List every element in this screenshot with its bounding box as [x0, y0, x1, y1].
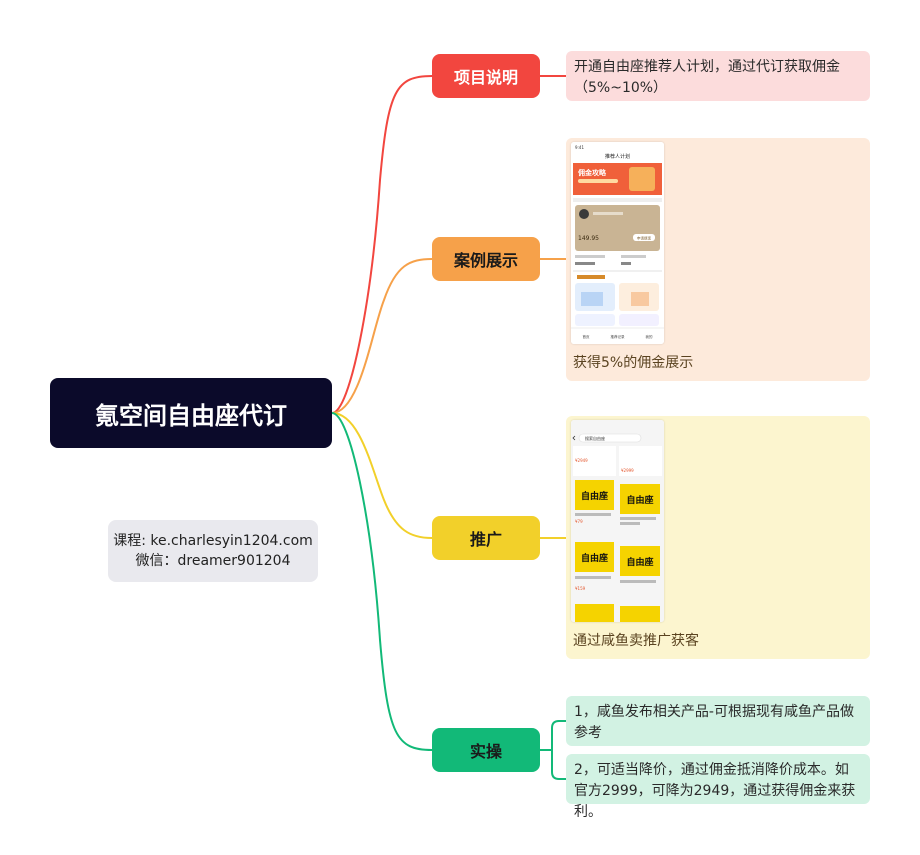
tile-4-text: 自由座 — [626, 556, 653, 568]
edge-ops-leaf1 — [540, 720, 566, 751]
branch-project[interactable]: 项目说明 — [432, 54, 540, 98]
tab-home: 首页 — [583, 334, 591, 339]
leaf-promo-showcase[interactable]: 搜索自由座 ¥2949 ¥2999 自由座 自由座 ¥79 自由座 自由座 ¥1… — [566, 416, 870, 659]
branch-case[interactable]: 案例展示 — [432, 237, 540, 281]
banner-title: 佣金攻略 — [577, 168, 607, 177]
screen-title: 推荐人计划 — [605, 153, 630, 160]
search-query: 搜索自由座 — [585, 435, 605, 441]
branch-project-label: 项目说明 — [453, 68, 518, 87]
ops-step2-text: 2，可适当降价，通过佣金抵消降价成本。如官方2999，可降为2949，通过获得佣… — [574, 762, 856, 820]
xianyu-screenshot-image: 搜索自由座 ¥2949 ¥2999 自由座 自由座 ¥79 自由座 自由座 ¥1… — [571, 420, 664, 622]
leaf-project-description[interactable]: 开通自由座推荐人计划，通过代订获取佣金（5%~10%） — [566, 51, 870, 101]
edge-root-promo — [331, 412, 433, 539]
info-note: 课程: ke.charlesyin1204.com 微信：dreamer9012… — [108, 520, 318, 582]
price-1: ¥2949 — [575, 458, 588, 463]
tab-records: 推荐记录 — [611, 334, 625, 339]
commission-amount: 149.95 — [578, 235, 599, 242]
root-node[interactable]: 氪空间自由座代订 — [50, 378, 332, 448]
commission-screenshot: 9:41 推荐人计划 佣金攻略 149.95 申请提现 — [571, 142, 664, 344]
commission-screenshot-image: 9:41 推荐人计划 佣金攻略 149.95 申请提现 — [571, 142, 664, 344]
branch-promo-label: 推广 — [469, 530, 502, 549]
branch-ops-label: 实操 — [469, 742, 502, 761]
branch-case-label: 案例展示 — [453, 251, 518, 270]
tile-1-text: 自由座 — [581, 490, 608, 502]
case-caption: 获得5%的佣金展示 — [573, 355, 694, 371]
back-icon — [572, 435, 576, 441]
tab-mine: 我的 — [646, 334, 654, 339]
leaf-case-showcase[interactable]: 9:41 推荐人计划 佣金攻略 149.95 申请提现 — [566, 138, 870, 381]
wechat-id: 微信：dreamer901204 — [135, 553, 291, 569]
leaf-ops-step1[interactable]: 1，咸鱼发布相关产品-可根据现有咸鱼产品做参考 — [566, 696, 870, 746]
edge-root-case — [331, 258, 433, 414]
branch-ops[interactable]: 实操 — [432, 728, 540, 772]
edge-root-project — [331, 75, 433, 414]
withdraw-button: 申请提现 — [637, 236, 651, 241]
branch-promo[interactable]: 推广 — [432, 516, 540, 560]
project-text: 开通自由座推荐人计划，通过代订获取佣金（5%~10%） — [574, 59, 840, 96]
edge-ops-leaf2 — [551, 750, 566, 780]
xianyu-screenshot: 搜索自由座 ¥2949 ¥2999 自由座 自由座 ¥79 自由座 自由座 ¥1… — [571, 420, 664, 622]
price-4: ¥159 — [575, 586, 586, 591]
leaf-ops-step2[interactable]: 2，可适当降价，通过佣金抵消降价成本。如官方2999，可降为2949，通过获得佣… — [566, 754, 870, 820]
promo-caption: 通过咸鱼卖推广获客 — [573, 633, 699, 649]
tile-3-text: 自由座 — [581, 552, 608, 564]
ops-step1-text: 1，咸鱼发布相关产品-可根据现有咸鱼产品做参考 — [574, 704, 854, 741]
price-2: ¥2999 — [621, 468, 634, 473]
tile-2-text: 自由座 — [626, 494, 653, 506]
course-url: 课程: ke.charlesyin1204.com — [113, 533, 313, 549]
status-time: 9:41 — [575, 145, 584, 150]
root-title: 氪空间自由座代订 — [95, 401, 287, 430]
price-3: ¥79 — [575, 519, 583, 524]
edge-root-ops — [331, 412, 433, 751]
